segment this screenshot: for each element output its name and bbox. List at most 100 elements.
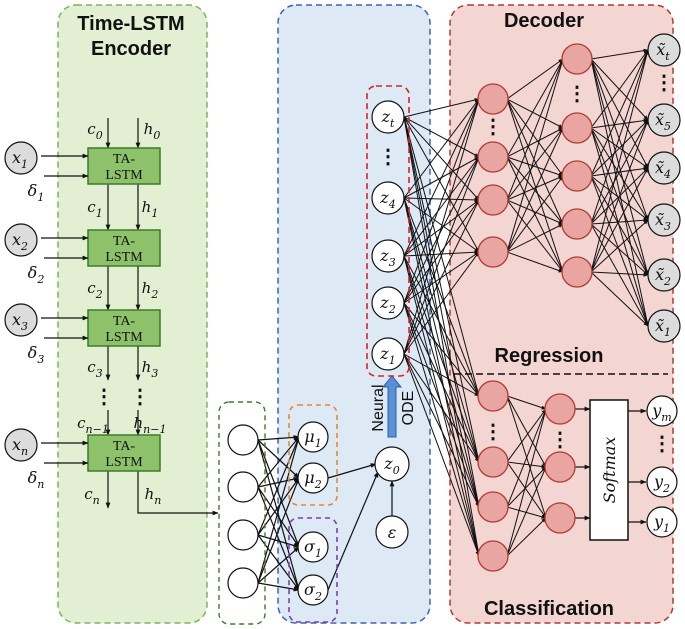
hidden-neuron — [227, 567, 259, 599]
dec-edge — [506, 175, 564, 253]
class-output-1 — [646, 506, 678, 538]
dec-out-edge — [590, 175, 649, 276]
hn-label: hn — [145, 485, 162, 507]
cls-edge — [506, 395, 547, 468]
dec-out-edge — [590, 118, 649, 129]
z-node-4 — [371, 181, 405, 215]
ta-lstm-label-top: TA- — [113, 439, 136, 454]
h-label-1: h1 — [142, 198, 159, 220]
mu-node-2 — [297, 462, 329, 494]
hidden-layer-box — [218, 401, 266, 625]
z-to-decoder-edge — [403, 302, 480, 463]
mu-box — [288, 404, 338, 506]
dec-out-edge — [590, 219, 649, 273]
z-to-decoder-edge — [403, 116, 480, 158]
mlp-edge — [257, 435, 300, 441]
class-output-dots: ⋮ — [652, 433, 672, 455]
z-to-decoder-edge — [403, 197, 480, 397]
classifier-dots-l2: ⋮ — [550, 429, 570, 451]
ode-label-line1: Neural — [370, 384, 387, 431]
input-label-x1: x1 — [12, 148, 28, 171]
mlp-edge — [257, 546, 300, 584]
c-label-3: c3 — [87, 358, 102, 380]
c-label-1: c1 — [87, 198, 102, 220]
dec-edge — [506, 98, 564, 273]
classifier-neuron-l1 — [477, 491, 509, 523]
z-to-decoder-edge — [403, 197, 480, 463]
z-to-decoder-edge — [403, 98, 480, 199]
z0-label: z0 — [383, 454, 399, 477]
dec-out-edge — [590, 223, 649, 327]
encoder-title-line1: Time-LSTM — [77, 13, 184, 35]
classifier-neuron-l2 — [544, 502, 576, 534]
classifier-neuron-l1 — [477, 540, 509, 572]
decoder-neuron-l2 — [561, 208, 593, 240]
classifier-neuron-l1 — [477, 446, 509, 478]
hidden-neuron — [227, 424, 259, 456]
z-to-decoder-edge — [403, 353, 480, 463]
decoder-output-2 — [647, 258, 681, 292]
z-label-4: z4 — [379, 188, 395, 211]
dec-edge — [506, 98, 564, 225]
dec-edge — [506, 127, 564, 253]
mlp-edge — [257, 436, 300, 584]
encoder-dots-c: ⋮ — [94, 386, 114, 408]
ta-lstm-label-bottom: LSTM — [105, 250, 143, 265]
delta-label-n: δn — [28, 468, 45, 491]
cls-edge — [506, 517, 547, 557]
decoder-output-5 — [647, 103, 681, 137]
z-label-1: z1 — [379, 344, 395, 367]
z-to-decoder-edge — [403, 156, 480, 304]
dec-out-edge — [590, 49, 649, 225]
ta-lstm-cell — [87, 309, 161, 347]
input-node-x1 — [4, 141, 38, 175]
dec-out-edge — [590, 218, 649, 225]
cls-edge — [506, 395, 547, 410]
hidden-neuron — [227, 471, 259, 503]
dec-out-edge — [590, 49, 649, 177]
softmax-label: Softmax — [600, 437, 619, 504]
z-label-2: z2 — [379, 293, 395, 316]
dec-out-edge — [590, 127, 649, 327]
delta-label-3: δ3 — [28, 343, 45, 366]
z-to-decoder-edge — [403, 98, 480, 304]
h-label-n1: hn−1 — [134, 414, 167, 436]
z-to-decoder-edge — [403, 156, 480, 257]
dec-out-edge — [590, 119, 649, 225]
ta-lstm-label-top: TA- — [113, 314, 136, 329]
z-node-1 — [371, 337, 405, 371]
class-output-label-m: ym — [651, 401, 671, 424]
dec-edge — [506, 199, 564, 225]
decoder-neuron-l2 — [561, 112, 593, 144]
ta-lstm-label-bottom: LSTM — [105, 330, 143, 345]
softmax-box — [589, 399, 629, 541]
dec-edge — [506, 98, 564, 129]
c-label-n1: cn−1 — [77, 414, 109, 436]
z-to-decoder-edge — [403, 116, 480, 253]
delta-label-1: δ1 — [28, 181, 45, 204]
z-to-decoder-edge — [403, 197, 480, 508]
decoder-neuron-l1 — [477, 141, 509, 173]
dec-edge — [506, 223, 564, 253]
mu-label-1: μ1 — [304, 427, 321, 450]
input-node-xn — [4, 428, 38, 462]
mu-label-2: μ2 — [304, 468, 321, 491]
ta-lstm-label-bottom: LSTM — [105, 455, 143, 470]
hn-to-mlp-arrow — [137, 471, 219, 516]
h-label-2: h2 — [142, 279, 159, 301]
z-node-2 — [371, 286, 405, 320]
decoder-neuron-l1 — [477, 236, 509, 268]
decoder-dots-l1: ⋮ — [483, 116, 503, 138]
mu-node-1 — [297, 421, 329, 453]
classification-label: Classification — [484, 598, 614, 620]
decoder-output-label-2: x̃2 — [655, 265, 671, 288]
mlp-edge — [257, 476, 300, 488]
ode-label-line2: ODE — [400, 391, 417, 426]
dec-edge — [506, 127, 564, 158]
dec-out-edge — [590, 58, 649, 221]
dec-out-edge — [590, 119, 649, 177]
dec-out-edge — [590, 127, 649, 221]
c-label-2: c2 — [87, 279, 102, 301]
